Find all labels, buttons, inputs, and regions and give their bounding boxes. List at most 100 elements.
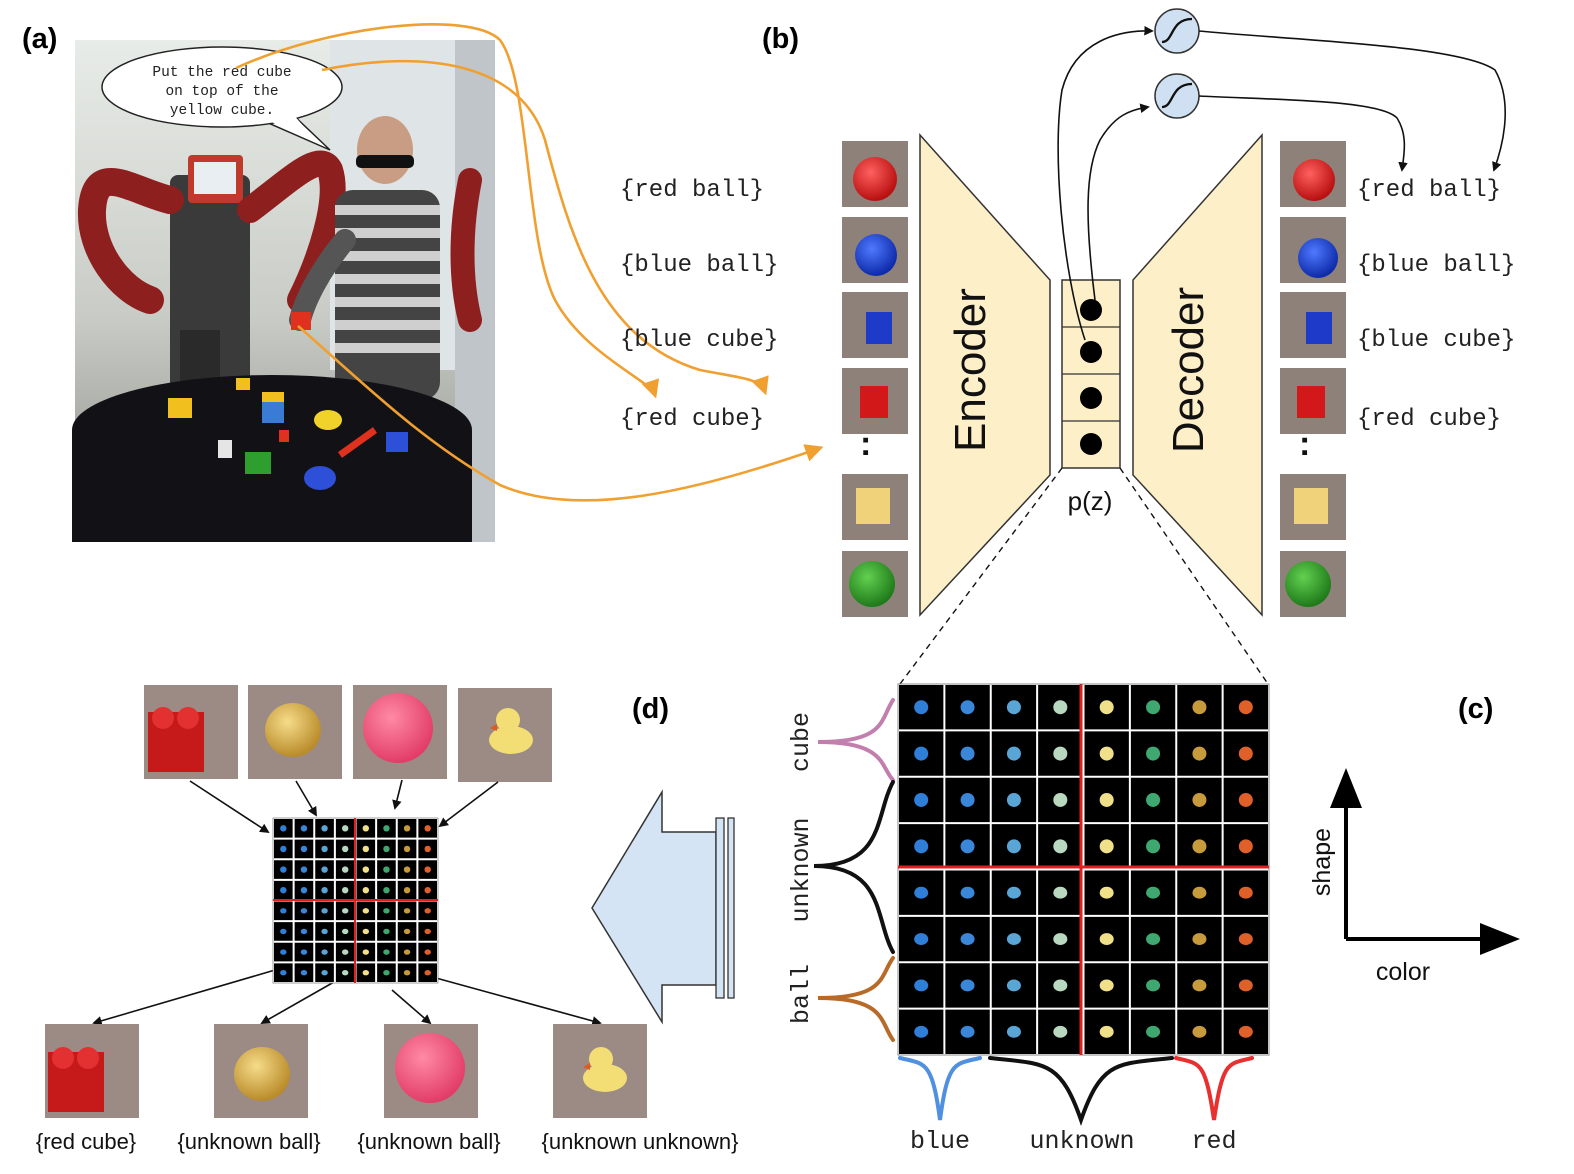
grid-sample: [362, 908, 370, 914]
grid-sample: [280, 825, 287, 832]
grid-sample: [1006, 886, 1021, 899]
query-pink-ball: [353, 685, 447, 779]
left-ellipsis: :: [860, 425, 871, 463]
grid-sample: [321, 866, 328, 873]
grid-sample: [1192, 792, 1207, 807]
speech-line-2: on top of the: [165, 84, 278, 100]
grid-sample: [321, 825, 328, 832]
grid-sample: [1238, 839, 1253, 854]
query-red-block: [144, 685, 238, 779]
grid-sample: [1053, 839, 1068, 854]
thumb-out-red-ball: [1280, 141, 1346, 207]
grid-sample: [1006, 933, 1021, 946]
latent-vector: [1061, 279, 1121, 469]
cube-curve: [817, 698, 895, 782]
grid-sample: [300, 908, 308, 914]
left-label-2: {blue ball}: [620, 252, 778, 279]
axis-label-shape: shape: [1308, 828, 1336, 896]
grid-sample: [383, 949, 390, 955]
right-object-thumbnails: :: [1280, 141, 1346, 617]
grid-sample: [1146, 839, 1161, 854]
grid-sample: [280, 949, 287, 955]
grid-sample: [960, 979, 975, 992]
bottom-result-thumbnails: [45, 1024, 647, 1118]
grid-sample: [1192, 839, 1207, 854]
grid-sample: [300, 845, 308, 853]
color-label-blue: blue: [910, 1127, 970, 1156]
grid-sample: [914, 933, 929, 946]
grid-sample: [383, 886, 390, 894]
shape-distributions: [813, 698, 895, 1042]
grid-sample: [1006, 746, 1021, 761]
sigmoid-top: [1154, 8, 1200, 54]
grid-sample: [1192, 886, 1207, 899]
top-query-thumbnails: [144, 685, 552, 782]
shape-label-ball: ball: [787, 964, 816, 1024]
grid-sample: [424, 928, 431, 935]
shape-label-unknown: unknown: [787, 817, 816, 922]
grid-sample: [1053, 746, 1068, 761]
grid-sample: [403, 908, 411, 914]
grid-sample: [341, 845, 349, 853]
query-arrow: [591, 789, 735, 1025]
thumb-red-ball: [842, 141, 908, 207]
grid-sample: [280, 928, 287, 935]
result-lemon: [214, 1024, 308, 1118]
grid-sample: [914, 886, 929, 899]
grid-sample: [1146, 933, 1161, 946]
thumb-out-blue-ball: [1280, 217, 1346, 283]
grid-sample: [321, 845, 328, 853]
color-distributions: [898, 1056, 1254, 1127]
panel-label-c: (c): [1458, 693, 1493, 725]
small-grid-arrows: [92, 779, 602, 1026]
grid-sample: [403, 845, 411, 853]
speech-bubble: Put the red cube on top of the yellow cu…: [101, 46, 343, 151]
grid-sample: [300, 825, 308, 832]
grid-sample: [960, 933, 975, 946]
grid-sample: [1238, 933, 1253, 946]
grid-sample: [300, 949, 308, 955]
right-ellipsis: :: [1299, 425, 1310, 463]
thumb-out-green-ball: [1280, 551, 1346, 617]
grid-sample: [960, 746, 975, 761]
grid-sample: [1192, 700, 1207, 715]
grid-sample: [383, 908, 390, 914]
grid-sample: [1192, 933, 1207, 946]
color-label-red: red: [1191, 1127, 1236, 1156]
grid-sample: [321, 969, 328, 976]
grid-sample: [1238, 1025, 1253, 1038]
encoder-block: [919, 133, 1051, 617]
color-axis-labels: blue unknown red: [910, 1127, 1237, 1156]
grid-sample: [914, 792, 929, 807]
grid-sample: [424, 825, 431, 832]
decoder-label: Decoder: [1164, 287, 1213, 453]
right-labels: {red ball} {blue ball} {blue cube} {red …: [1357, 177, 1515, 433]
orange-arrow-object: [297, 325, 824, 502]
result-label-2: {unknown ball}: [177, 1129, 320, 1154]
grid-sample: [341, 866, 349, 873]
grid-sample: [914, 1025, 929, 1038]
grid-sample: [403, 886, 411, 894]
thumb-blue-ball: [842, 217, 908, 283]
grid-sample: [1053, 933, 1068, 946]
grid-sample: [960, 1025, 975, 1038]
left-label-3: {blue cube}: [620, 327, 778, 354]
thumb-out-blue-cube: [1280, 292, 1346, 358]
grid-sample: [914, 979, 929, 992]
grid-sample: [424, 886, 431, 894]
grid-sample: [1053, 1025, 1068, 1038]
grid-sample: [1238, 746, 1253, 761]
grid-sample: [1146, 979, 1161, 992]
ball-curve: [817, 956, 895, 1042]
grid-sample: [1238, 792, 1253, 807]
thumb-out-red-cube: [1280, 368, 1346, 434]
grid-sample: [1192, 746, 1207, 761]
grid-sample: [383, 969, 390, 976]
right-label-2: {blue ball}: [1357, 252, 1515, 279]
grid-sample: [362, 928, 370, 935]
grid-sample: [424, 949, 431, 955]
grid-sample: [1099, 979, 1114, 992]
result-red-block: [45, 1024, 139, 1118]
